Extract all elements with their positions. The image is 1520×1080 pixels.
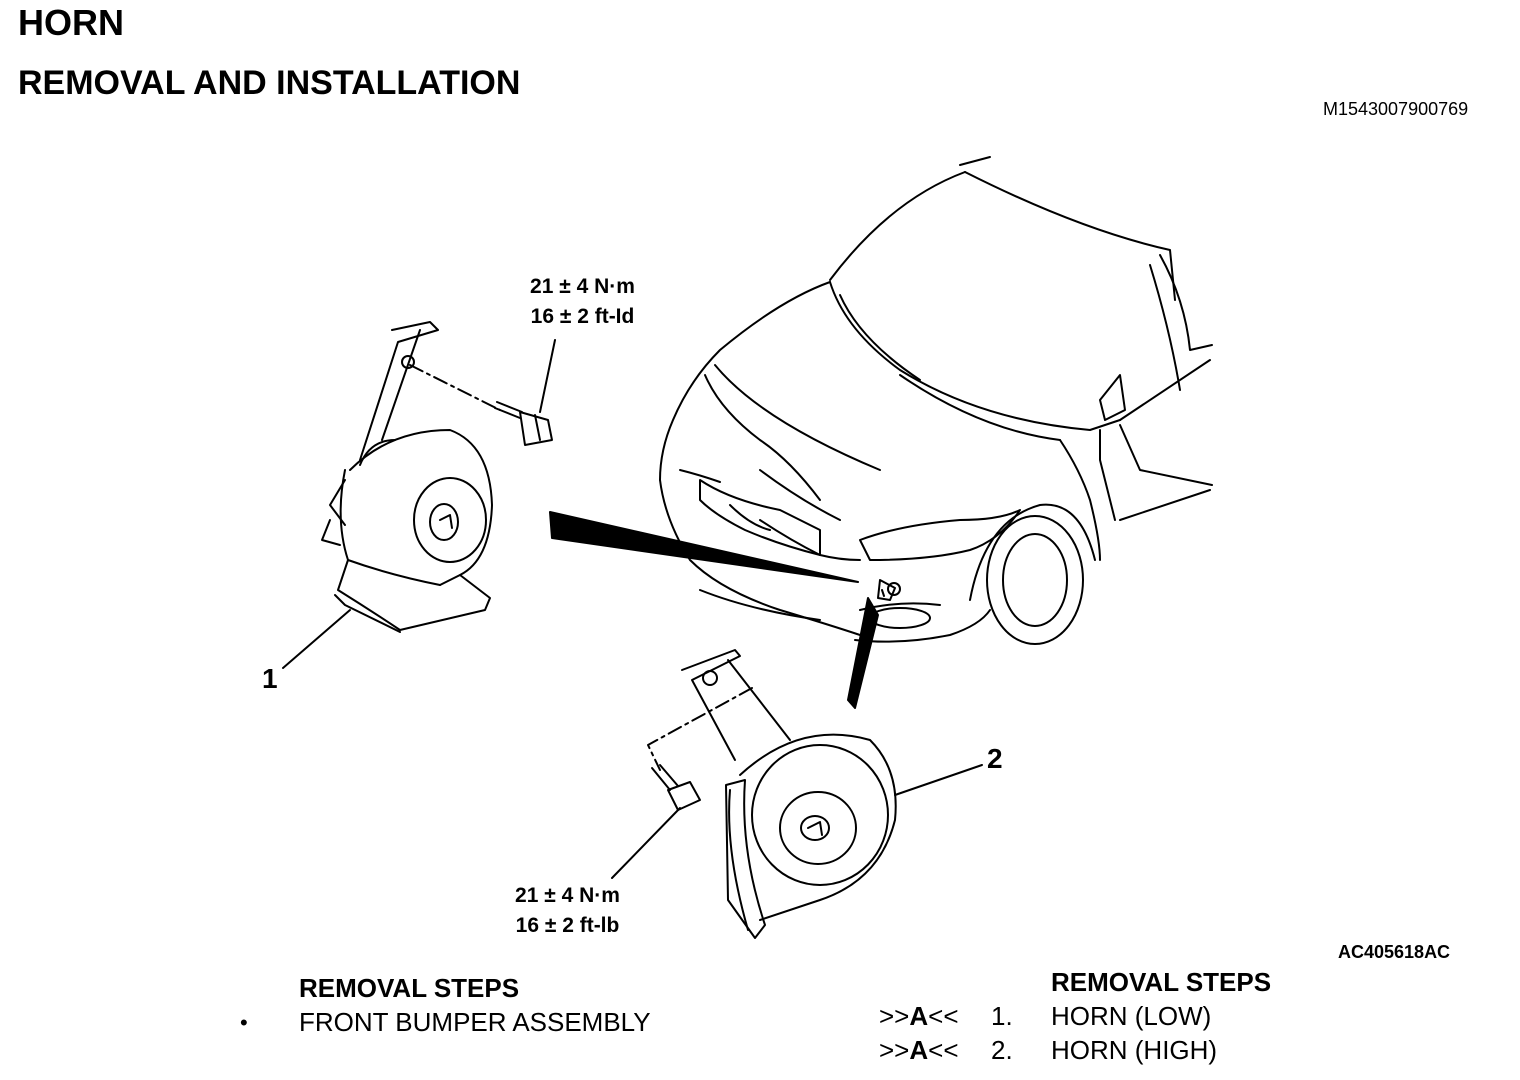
page-title: HORN: [18, 2, 124, 43]
left-steps-heading: REMOVAL STEPS: [299, 973, 520, 1003]
left-step-item: FRONT BUMPER ASSEMBLY: [299, 1007, 651, 1037]
document-id: M1543007900769: [1323, 99, 1469, 119]
horn-2-drawing: [612, 598, 982, 938]
ref-prefix: >>: [879, 1001, 910, 1031]
step-1-label: HORN (LOW): [1051, 1001, 1212, 1031]
torque-label-lower: 21 ± 4 N·m 16 ± 2 ft-lb: [485, 881, 650, 941]
step-1-reference: >>A<<: [879, 1001, 959, 1032]
torque-upper-imperial: 16 ± 2 ft-Id: [530, 305, 635, 328]
horn-1-drawing: [283, 322, 858, 668]
ref-suffix: <<: [928, 1035, 959, 1065]
bullet-icon: •: [240, 1010, 248, 1035]
step-2-label: HORN (HIGH): [1051, 1035, 1218, 1065]
ref-prefix: >>: [879, 1035, 910, 1065]
torque-label-upper: 21 ± 4 N·m 16 ± 2 ft-Id: [500, 272, 665, 332]
callout-2: 2: [987, 743, 1003, 774]
torque-upper-metric: 21 ± 4 N·m: [530, 275, 635, 298]
car-front-drawing: [660, 157, 1212, 644]
page-subtitle: REMOVAL AND INSTALLATION: [18, 64, 521, 102]
ref-letter: A: [909, 1035, 929, 1065]
ref-letter: A: [909, 1001, 929, 1031]
ref-suffix: <<: [928, 1001, 959, 1031]
figure-id: AC405618AC: [1338, 942, 1451, 962]
step-2-number: 2.: [991, 1035, 1013, 1065]
step-2-reference: >>A<<: [879, 1035, 959, 1066]
right-steps-heading: REMOVAL STEPS: [1051, 967, 1272, 997]
callout-1: 1: [262, 663, 278, 694]
torque-lower-imperial: 16 ± 2 ft-lb: [515, 914, 620, 937]
torque-lower-metric: 21 ± 4 N·m: [515, 884, 620, 907]
step-1-number: 1.: [991, 1001, 1013, 1031]
